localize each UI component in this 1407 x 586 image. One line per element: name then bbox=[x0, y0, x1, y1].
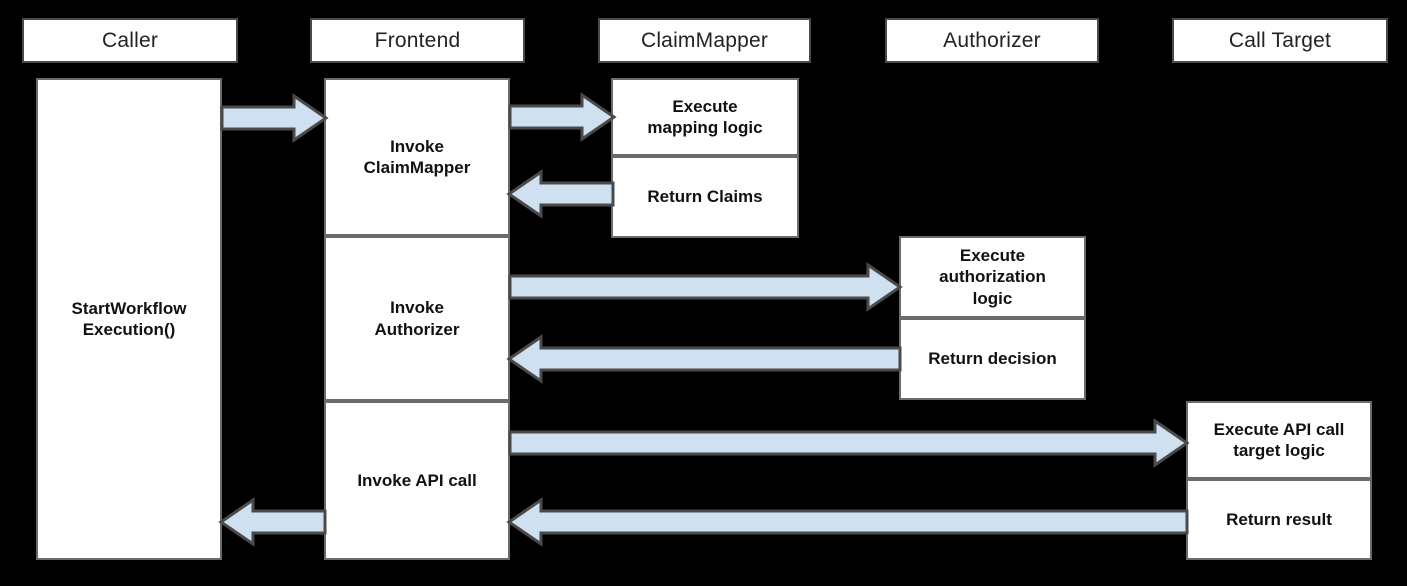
activation-calltarget-return-result: Return result bbox=[1186, 479, 1372, 560]
activation-frontend-invoke-api-call-label: Invoke API call bbox=[357, 470, 477, 490]
lifeline-header-authorizer-label: Authorizer bbox=[943, 28, 1041, 52]
arrow-left-icon bbox=[218, 497, 327, 547]
lifeline-header-claimmapper: ClaimMapper bbox=[598, 18, 811, 63]
lifeline-header-caller: Caller bbox=[22, 18, 238, 63]
arrow-right-icon bbox=[220, 93, 329, 143]
activation-authorizer-execute-authorization-logic-label: Execute authorization logic bbox=[939, 246, 1046, 308]
arrow-frontend-to-calltarget bbox=[508, 418, 1190, 468]
arrow-left-icon bbox=[506, 169, 615, 219]
arrow-authorizer-to-frontend bbox=[506, 334, 902, 384]
arrow-frontend-to-authorizer bbox=[508, 262, 903, 312]
arrow-caller-to-frontend bbox=[220, 93, 329, 143]
activation-frontend-invoke-api-call: Invoke API call bbox=[324, 401, 510, 560]
activation-claimmapper-return-claims-label: Return Claims bbox=[647, 187, 763, 207]
arrow-calltarget-to-frontend bbox=[506, 497, 1189, 547]
activation-authorizer-return-decision-label: Return decision bbox=[928, 349, 1057, 369]
activation-claimmapper-execute-mapping-logic-label: Execute mapping logic bbox=[647, 96, 763, 137]
activation-authorizer-execute-authorization-logic: Execute authorization logic bbox=[899, 236, 1086, 318]
lifeline-header-caller-label: Caller bbox=[101, 28, 159, 52]
lifeline-header-authorizer: Authorizer bbox=[885, 18, 1099, 63]
activation-claimmapper-return-claims: Return Claims bbox=[611, 156, 799, 238]
activation-claimmapper-execute-mapping-logic: Execute mapping logic bbox=[611, 78, 799, 156]
activation-caller-start-workflow-label: StartWorkflow Execution() bbox=[71, 298, 187, 339]
arrow-frontend-to-claimmapper bbox=[508, 92, 617, 142]
activation-frontend-invoke-claimmapper-label: Invoke ClaimMapper bbox=[363, 136, 471, 177]
arrow-frontend-to-caller bbox=[218, 497, 327, 547]
activation-calltarget-return-result-label: Return result bbox=[1226, 509, 1332, 529]
arrow-right-icon bbox=[508, 92, 617, 142]
lifeline-header-calltarget: Call Target bbox=[1172, 18, 1388, 63]
activation-frontend-invoke-authorizer-label: Invoke Authorizer bbox=[374, 298, 460, 339]
arrow-left-icon bbox=[506, 334, 902, 384]
activation-frontend-invoke-authorizer: Invoke Authorizer bbox=[324, 236, 510, 401]
activation-caller-start-workflow: StartWorkflow Execution() bbox=[36, 78, 222, 560]
lifeline-header-claimmapper-label: ClaimMapper bbox=[640, 28, 769, 52]
activation-authorizer-return-decision: Return decision bbox=[899, 318, 1086, 400]
arrow-right-icon bbox=[508, 418, 1190, 468]
activation-calltarget-execute-api-call-target-logic-label: Execute API call target logic bbox=[1213, 419, 1345, 460]
lifeline-header-frontend-label: Frontend bbox=[374, 28, 461, 52]
activation-calltarget-execute-api-call-target-logic: Execute API call target logic bbox=[1186, 401, 1372, 479]
arrow-claimmapper-to-frontend bbox=[506, 169, 615, 219]
arrow-right-icon bbox=[508, 262, 903, 312]
lifeline-header-calltarget-label: Call Target bbox=[1228, 28, 1332, 52]
lifeline-header-frontend: Frontend bbox=[310, 18, 525, 63]
arrow-left-icon bbox=[506, 497, 1189, 547]
activation-frontend-invoke-claimmapper: Invoke ClaimMapper bbox=[324, 78, 510, 236]
